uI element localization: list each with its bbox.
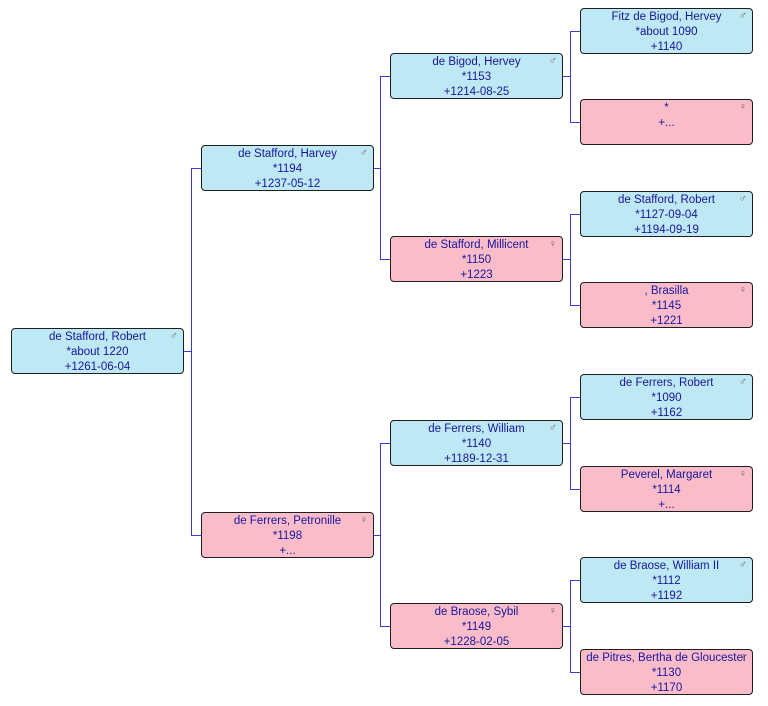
person-name: de Stafford, Millicent — [424, 239, 529, 251]
female-icon: ♀ — [738, 101, 747, 113]
person-death: +1162 — [650, 407, 683, 419]
person-birth: *1112 — [652, 575, 681, 587]
person-death: +... — [658, 499, 675, 511]
person-death: +... — [279, 545, 296, 557]
person-box-father[interactable]: de Stafford, Harvey *1194 +1237-05-12 ♂ — [201, 145, 374, 191]
person-name: de Ferrers, Robert — [619, 377, 714, 389]
person-birth: *1194 — [272, 163, 303, 175]
female-icon: ♀ — [548, 605, 557, 617]
person-birth: *about 1220 — [66, 346, 129, 358]
person-name: de Ferrers, William — [428, 423, 525, 435]
person-death: +1237-05-12 — [254, 178, 321, 190]
male-icon: ♂ — [169, 330, 178, 342]
person-death: +1261-06-04 — [64, 361, 131, 373]
person-name: Fitz de Bigod, Hervey — [611, 11, 722, 23]
person-birth: *1145 — [651, 300, 682, 312]
person-box-mother[interactable]: de Ferrers, Petronille *1198 +... ♀ — [201, 512, 374, 558]
person-birth: *1127-09-04 — [635, 209, 698, 221]
person-death: +1223 — [460, 269, 493, 281]
person-birth: *1198 — [272, 530, 303, 542]
person-birth: *1153 — [461, 71, 492, 83]
person-name: de Pitres, Bertha de Gloucester — [586, 652, 747, 664]
person-box-great-grandparent-3[interactable]: de Stafford, Robert *1127-09-04 +1194-09… — [580, 191, 753, 237]
person-death: +1140 — [650, 41, 683, 53]
person-name: de Stafford, Robert — [49, 331, 146, 343]
person-birth: *1150 — [461, 254, 492, 266]
male-icon: ♂ — [738, 559, 747, 571]
person-box-great-grandparent-6[interactable]: Peverel, Margaret *1114 +... ♀ — [580, 466, 753, 512]
person-box-subject[interactable]: de Stafford, Robert *about 1220 +1261-06… — [11, 328, 184, 374]
person-birth: *1130 — [651, 667, 682, 679]
person-birth: *about 1090 — [635, 26, 698, 38]
male-icon: ♂ — [548, 55, 557, 67]
female-icon: ♀ — [738, 284, 747, 296]
male-icon: ♂ — [359, 147, 368, 159]
male-icon: ♂ — [548, 422, 557, 434]
female-icon: ♀ — [738, 651, 747, 663]
person-birth: *1149 — [461, 621, 492, 633]
male-icon: ♂ — [738, 193, 747, 205]
person-name: de Bigod, Hervey — [432, 56, 521, 68]
person-box-great-grandparent-8[interactable]: de Pitres, Bertha de Gloucester *1130 +1… — [580, 649, 753, 695]
person-birth: *1140 — [461, 438, 492, 450]
person-box-maternal-grandfather[interactable]: de Ferrers, William *1140 +1189-12-31 ♂ — [390, 420, 563, 466]
person-box-paternal-grandfather[interactable]: de Bigod, Hervey *1153 +1214-08-25 ♂ — [390, 53, 563, 99]
male-icon: ♂ — [738, 10, 747, 22]
person-box-great-grandparent-5[interactable]: de Ferrers, Robert *1090 +1162 ♂ — [580, 374, 753, 420]
person-box-great-grandparent-7[interactable]: de Braose, William II *1112 +1192 ♂ — [580, 557, 753, 603]
person-name: , Brasilla — [644, 285, 689, 297]
female-icon: ♀ — [359, 514, 368, 526]
person-box-paternal-grandmother[interactable]: de Stafford, Millicent *1150 +1223 ♀ — [390, 236, 563, 282]
person-death: +... — [658, 117, 675, 129]
person-name: de Braose, Sybil — [434, 606, 519, 618]
person-death: +1228-02-05 — [443, 636, 510, 648]
person-name: de Stafford, Robert — [618, 194, 715, 206]
person-name: de Stafford, Harvey — [238, 148, 337, 160]
person-name: de Ferrers, Petronille — [233, 515, 342, 527]
person-death: +1192 — [650, 590, 683, 602]
person-name: de Braose, William II — [613, 560, 720, 572]
person-death: +1189-12-31 — [444, 453, 509, 465]
person-name: Peverel, Margaret — [620, 469, 713, 481]
person-box-great-grandparent-4[interactable]: , Brasilla *1145 +1221 ♀ — [580, 282, 753, 328]
female-icon: ♀ — [738, 468, 747, 480]
person-birth: *1114 — [652, 484, 681, 496]
person-birth: * — [664, 102, 669, 114]
person-birth: *1090 — [651, 392, 682, 404]
male-icon: ♂ — [738, 376, 747, 388]
person-death: +1221 — [650, 315, 683, 327]
person-death: +1194-09-19 — [634, 224, 699, 236]
person-box-maternal-grandmother[interactable]: de Braose, Sybil *1149 +1228-02-05 ♀ — [390, 603, 563, 649]
person-box-great-grandparent-2[interactable]: * +... ♀ — [580, 99, 753, 145]
female-icon: ♀ — [548, 238, 557, 250]
person-death: +1214-08-25 — [443, 86, 510, 98]
person-box-great-grandparent-1[interactable]: Fitz de Bigod, Hervey *about 1090 +1140 … — [580, 8, 753, 54]
person-death: +1170 — [650, 682, 683, 694]
